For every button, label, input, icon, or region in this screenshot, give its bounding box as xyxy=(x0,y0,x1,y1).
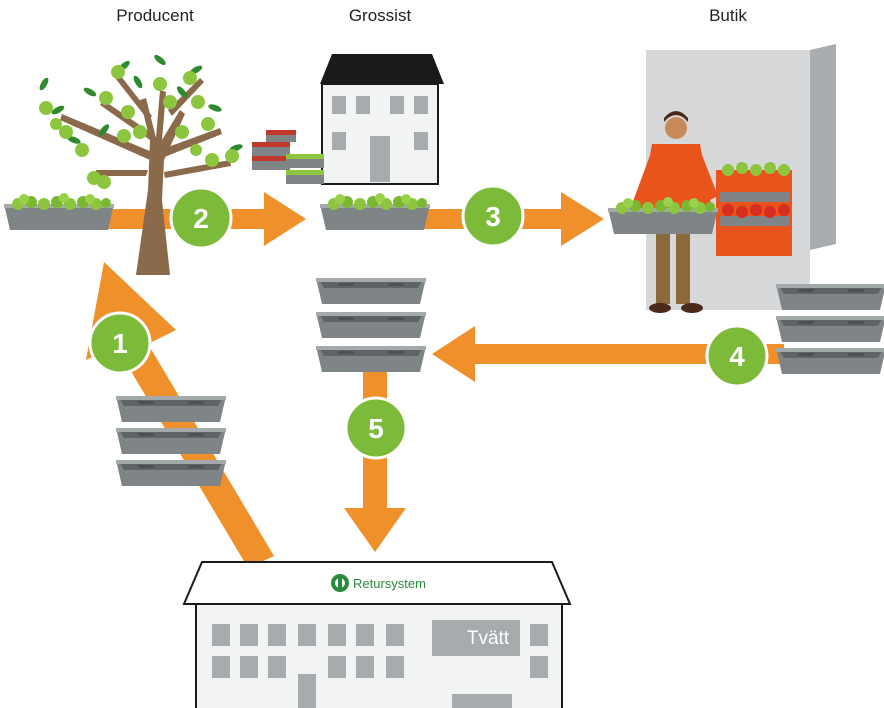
svg-text:5: 5 xyxy=(368,413,384,444)
shop-label: Butik xyxy=(709,6,747,25)
step-badge-4: 4 xyxy=(705,324,769,388)
laundry-empty-crate-stack xyxy=(116,396,226,486)
retursystem-logo-icon xyxy=(331,574,349,592)
step-badge-2: 2 xyxy=(169,186,233,250)
svg-text:4: 4 xyxy=(729,341,745,372)
shop-empty-crate-stack xyxy=(776,284,884,374)
produce-shelf xyxy=(716,162,792,256)
arrow-4-head xyxy=(432,326,475,382)
svg-text:3: 3 xyxy=(485,201,501,232)
wholesaler-stacked-crates xyxy=(252,130,324,184)
step-badge-3: 3 xyxy=(461,184,525,248)
wholesaler-label: Grossist xyxy=(349,6,412,25)
svg-text:1: 1 xyxy=(112,328,128,359)
apple-tree xyxy=(39,54,243,275)
producer-label: Producent xyxy=(116,6,194,25)
arrow-3-head xyxy=(561,192,604,246)
retursystem-label: Retursystem xyxy=(353,576,426,591)
step-badge-1: 1 xyxy=(88,311,152,375)
laundry-building: Retursystem Tvätt xyxy=(182,561,572,708)
producer-apple-crate xyxy=(4,193,114,230)
svg-text:2: 2 xyxy=(193,203,209,234)
step-badge-5: 5 xyxy=(344,396,408,460)
arrow-5-head xyxy=(344,508,406,552)
wholesaler-apple-crate xyxy=(320,193,430,230)
shop-apple-crate xyxy=(608,197,718,234)
shopkeeper xyxy=(632,111,718,313)
arrow-2-head xyxy=(264,192,306,246)
wash-sign: Tvätt xyxy=(467,628,510,649)
wholesaler-empty-crate-stack xyxy=(316,278,426,372)
wholesaler-building xyxy=(320,54,444,185)
